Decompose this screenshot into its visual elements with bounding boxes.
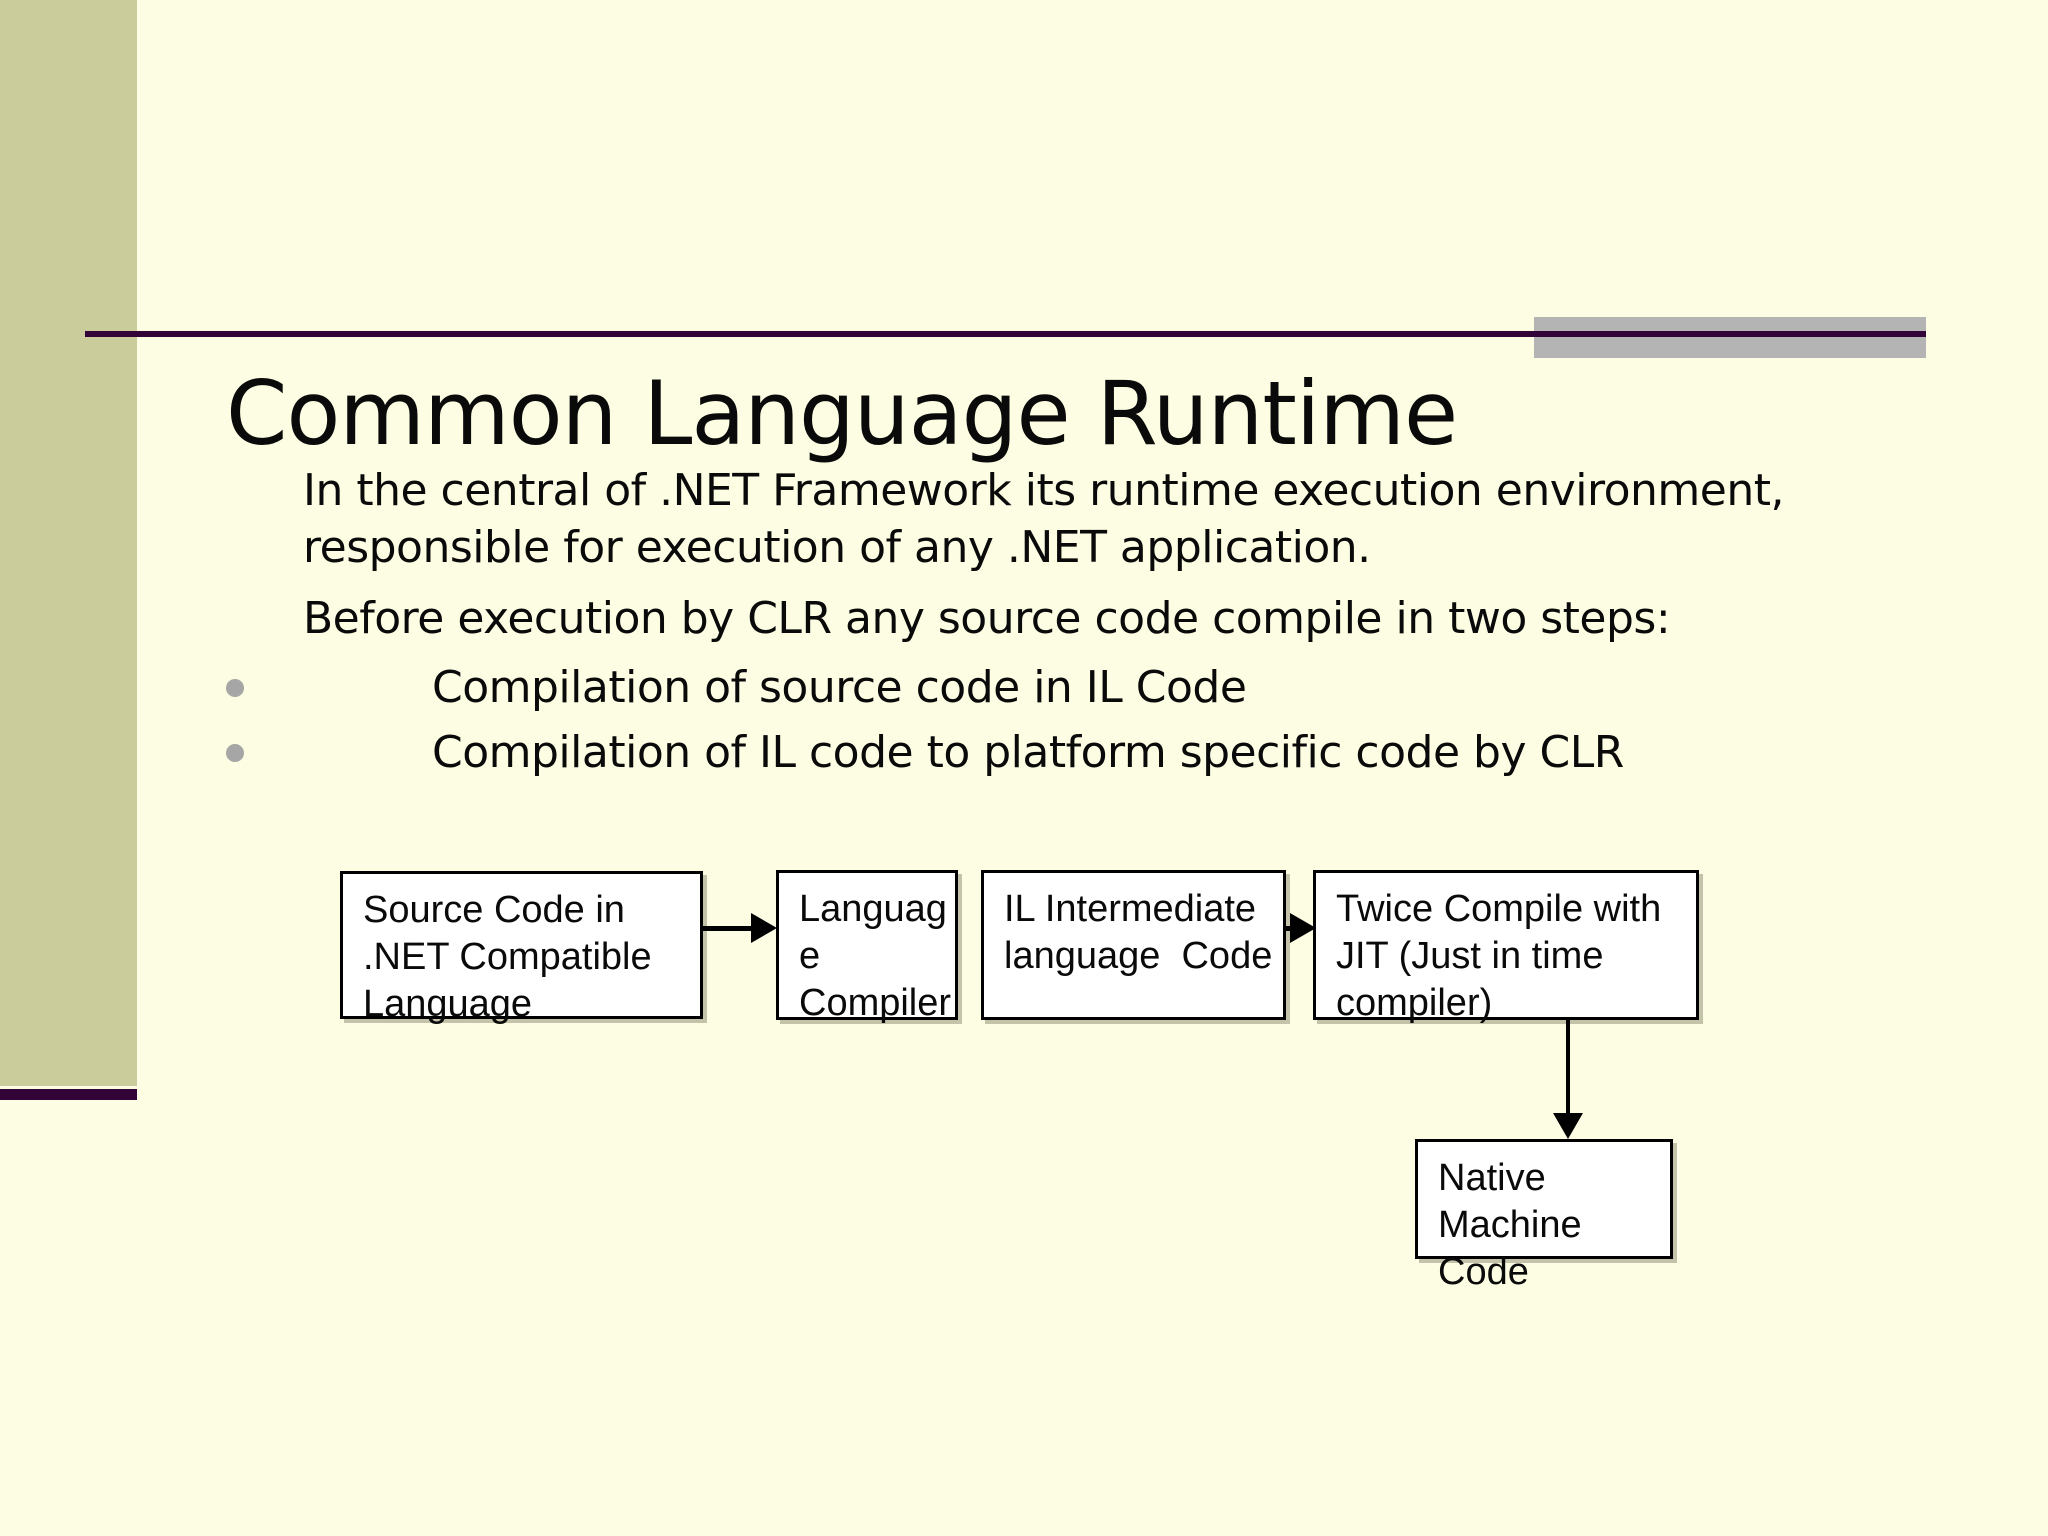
bullet-dot-icon xyxy=(226,678,244,697)
bullet-dot-icon xyxy=(226,743,244,762)
bullet-text: Compilation of source code in IL Code xyxy=(432,662,1247,713)
bullet-text: Compilation of IL code to platform speci… xyxy=(432,727,1624,778)
arrow-down-line xyxy=(1566,1020,1570,1115)
gray-accent-bar xyxy=(1534,317,1926,358)
bullet-item-il-compilation: Compilation of source code in IL Code xyxy=(226,655,1624,720)
steps-paragraph: Before execution by CLR any source code … xyxy=(303,593,1671,644)
bullet-list: Compilation of source code in IL Code Co… xyxy=(226,655,1624,785)
flowchart-box-source-code: Source Code in .NET Compatible Language xyxy=(340,871,703,1025)
page-title: Common Language Runtime xyxy=(226,362,1458,465)
sidebar-bottom-rule xyxy=(0,1089,137,1100)
flowchart-box-jit-compiler: Twice Compile with JIT (Just in time com… xyxy=(1313,870,1699,1024)
flowchart-box-native-machine-code: Native Machine Code xyxy=(1415,1139,1673,1293)
sidebar-accent-bar xyxy=(0,0,137,1086)
bullet-item-clr-compilation: Compilation of IL code to platform speci… xyxy=(226,720,1624,785)
arrow-right-icon xyxy=(751,913,777,943)
arrow-right-line xyxy=(702,926,754,931)
title-underline-rule xyxy=(85,331,1926,337)
flowchart-box-language-compiler: Languag e Compiler xyxy=(776,870,958,1024)
intro-paragraph: In the central of .NET Framework its run… xyxy=(303,465,1784,573)
arrow-down-icon xyxy=(1553,1113,1583,1139)
flowchart-box-il-code: IL Intermediate language Code xyxy=(981,870,1286,1020)
arrow-right-icon xyxy=(1290,913,1316,943)
